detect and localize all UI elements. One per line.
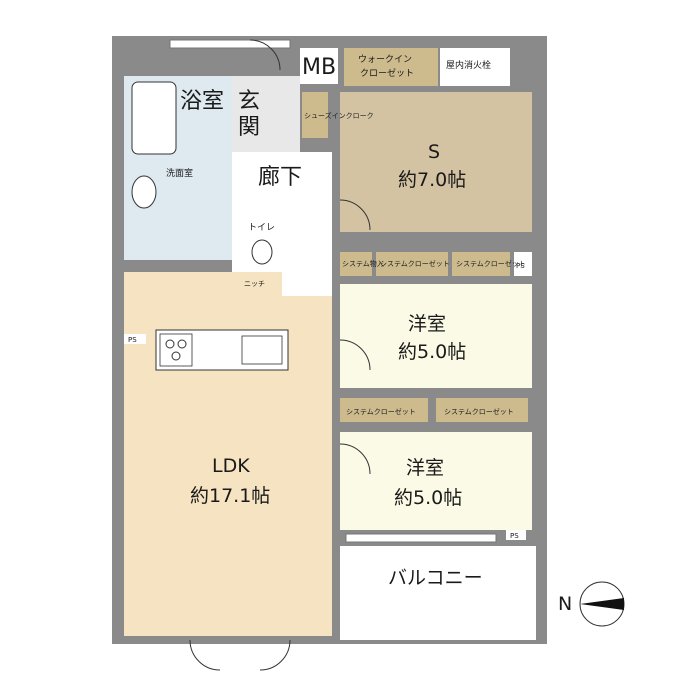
- ldk-name: LDK: [212, 455, 250, 477]
- ps-label-2: PS: [128, 336, 137, 344]
- s-closet-2: [452, 252, 510, 276]
- balcony-label: バルコニー: [388, 567, 483, 589]
- s-room-floor: [340, 92, 532, 232]
- w2-closet: [436, 398, 528, 422]
- compass-north-label: N: [558, 593, 572, 615]
- entrance-floor: [232, 76, 300, 152]
- hydrant-box: [440, 48, 510, 86]
- washroom-label: 洗面室: [166, 167, 193, 179]
- corridor-floor: [232, 152, 332, 204]
- western2-name: 洋室: [406, 457, 444, 479]
- shoes-closet: [302, 92, 328, 138]
- stove: [159, 333, 193, 367]
- system-storage-label: システム物入: [342, 259, 384, 268]
- entrance-label-1: 玄: [238, 89, 260, 114]
- s-closet-2-label: システムクローゼット: [456, 259, 526, 268]
- entrance-label-2: 関: [238, 115, 260, 140]
- s-room-name: S: [428, 141, 440, 163]
- ps-box-2: [124, 334, 146, 344]
- hall-floor: [282, 204, 332, 296]
- bathtub: [131, 81, 177, 155]
- toilet-label: トイレ: [248, 223, 275, 233]
- walk-in-label-1: ウォークイン: [358, 54, 412, 65]
- sink: [241, 335, 283, 365]
- ps-box-3: [506, 530, 526, 540]
- balcony-floor: [340, 546, 536, 640]
- compass-needle-icon: [580, 598, 624, 610]
- western2-size: 約5.0帖: [394, 487, 462, 509]
- western1-name: 洋室: [408, 313, 446, 335]
- compass: N: [558, 581, 625, 627]
- s-closet-1-label: システムクローゼット: [380, 259, 450, 268]
- ps-label-3: PS: [510, 532, 519, 540]
- bath-label: 浴室: [180, 89, 224, 114]
- mb-label: MB: [302, 55, 336, 80]
- w1-closet-label: システムクローゼット: [346, 407, 416, 416]
- walk-in-label-2: クローゼット: [360, 67, 414, 79]
- w2-closet-label: システムクローゼット: [444, 407, 514, 416]
- ps-label-1: PS: [516, 262, 525, 270]
- ldk-floor: [124, 272, 332, 636]
- hydrant-label: 屋内消火栓: [446, 59, 491, 71]
- mb-box: [300, 48, 338, 84]
- ldk-size: 約17.1帖: [190, 485, 270, 507]
- corridor-label: 廊下: [258, 165, 302, 190]
- western1-floor: [340, 284, 532, 388]
- niche-label: ニッチ: [244, 280, 265, 288]
- s-room-size: 約7.0帖: [398, 169, 466, 191]
- ps-box-1: [514, 252, 532, 276]
- walk-in-closet: [344, 48, 438, 86]
- system-storage: [340, 252, 372, 276]
- western1-size: 約5.0帖: [398, 341, 466, 363]
- s-closet-1: [376, 252, 448, 276]
- western2-floor: [340, 432, 532, 530]
- shoes-closet-label: シューズインクローク: [304, 111, 374, 120]
- w1-closet: [340, 398, 428, 422]
